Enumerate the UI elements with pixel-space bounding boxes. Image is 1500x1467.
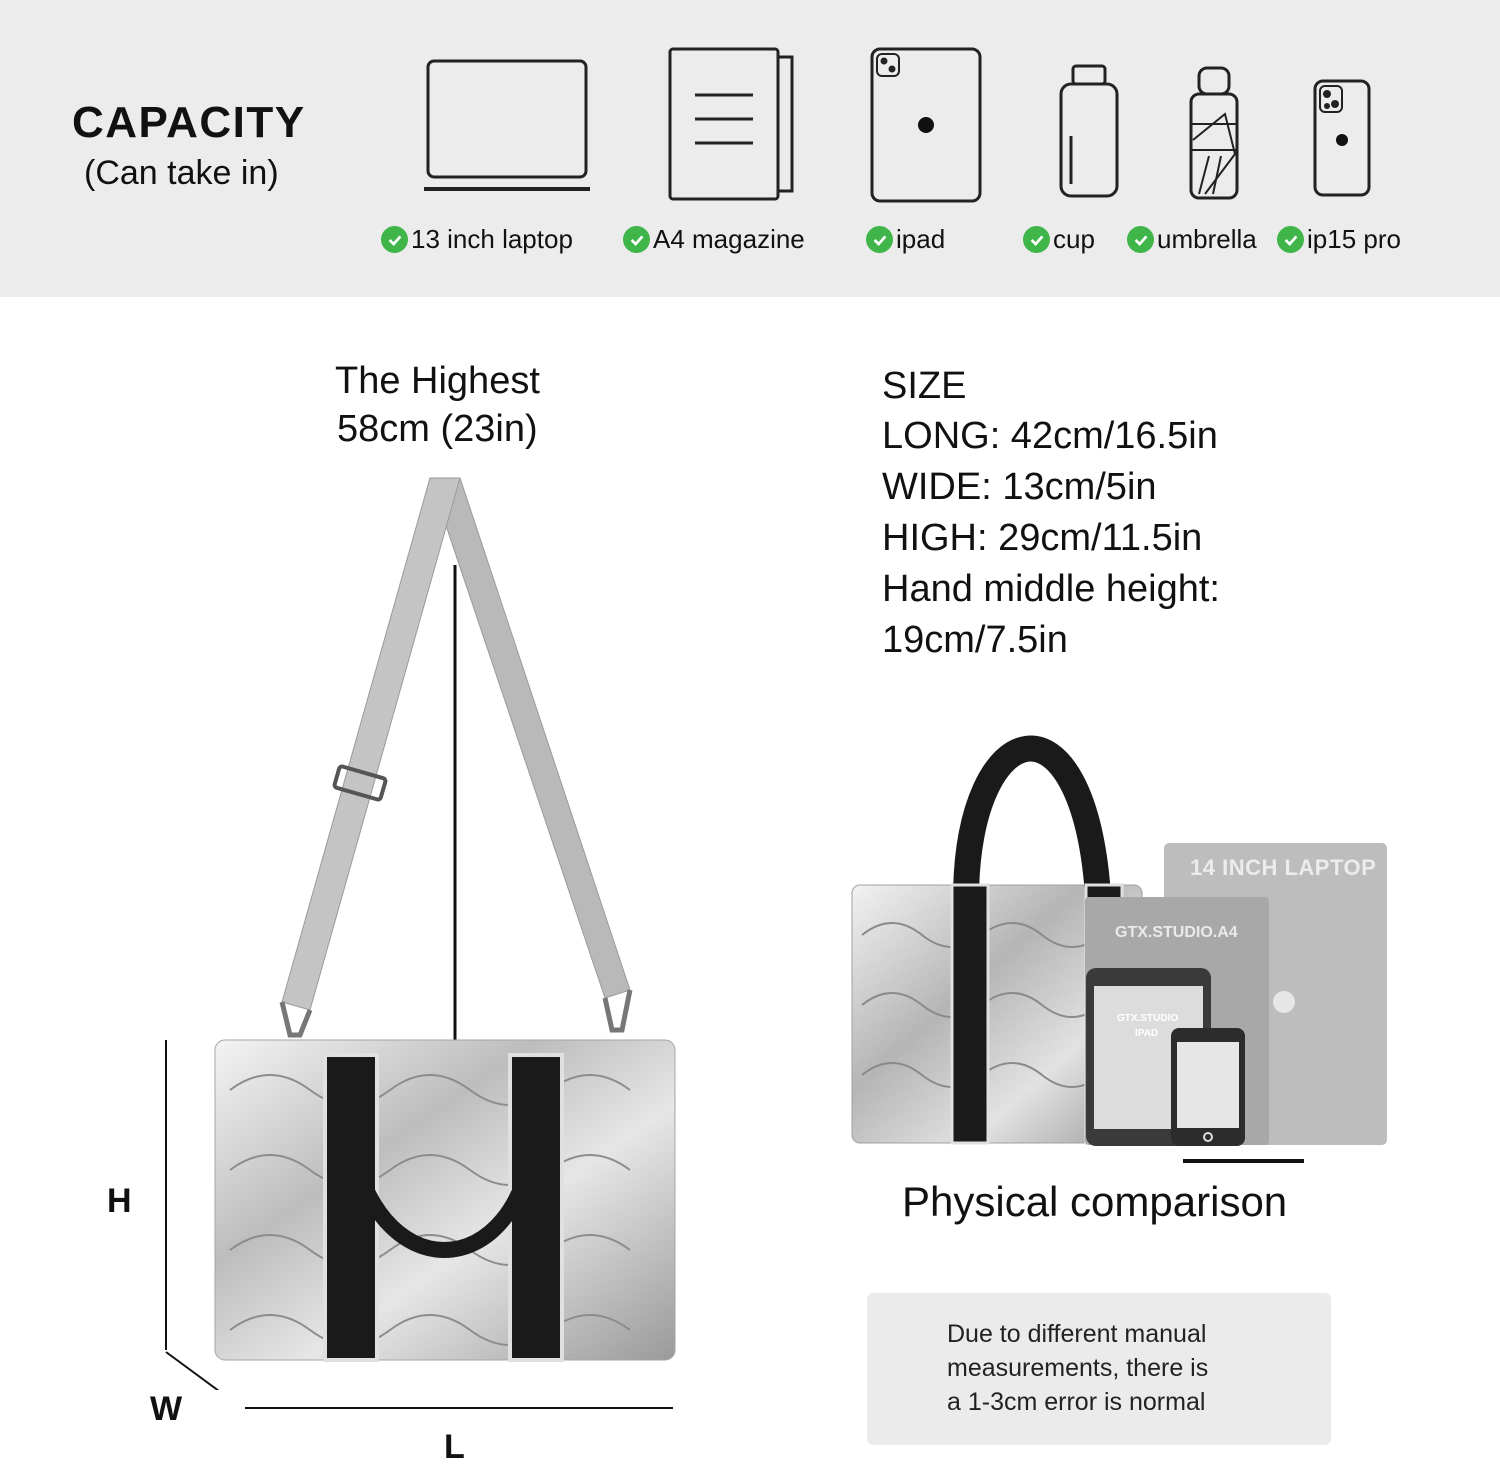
size-long: LONG: 42cm/16.5in (882, 415, 1218, 457)
ipad-label-2: IPAD (1135, 1028, 1159, 1039)
dimension-height-label: H (107, 1182, 132, 1220)
capacity-item-laptop: 13 inch laptop (381, 224, 573, 255)
laptop-label: 14 INCH LAPTOP (1190, 855, 1377, 880)
bottle-icon (1059, 64, 1119, 198)
size-wide: WIDE: 13cm/5in (882, 466, 1157, 508)
capacity-title: CAPACITY (72, 98, 306, 147)
check-icon (1277, 226, 1304, 253)
capacity-item-label: umbrella (1157, 224, 1257, 254)
check-icon (866, 226, 893, 253)
magazine-icon (668, 47, 794, 201)
check-icon (623, 226, 650, 253)
capacity-item-cup: cup (1023, 224, 1095, 255)
capacity-item-label: ip15 pro (1307, 224, 1401, 254)
ipad-label: GTX.STUDIO (1117, 1013, 1179, 1024)
comparison-illustration (851, 735, 1387, 1163)
capacity-item-label: ipad (896, 224, 946, 254)
dimension-width-label: W (150, 1390, 183, 1428)
size-hand-value: 19cm/7.5in (882, 619, 1068, 661)
check-icon (381, 226, 408, 253)
size-heading: SIZE (882, 365, 967, 407)
capacity-subtitle: (Can take in) (84, 154, 279, 192)
capacity-item-ipad: ipad (866, 224, 945, 255)
check-icon (1127, 226, 1154, 253)
capacity-item-label: cup (1053, 224, 1095, 254)
note-box (867, 1293, 1331, 1445)
capacity-item-label: 13 inch laptop (411, 224, 573, 254)
phone-icon (1313, 79, 1371, 197)
laptop-icon (424, 59, 590, 191)
tablet-icon (870, 47, 982, 203)
capacity-item-umbrella: umbrella (1127, 224, 1257, 255)
length-dimension-line (245, 1407, 673, 1409)
crossbody-bag-illustration (165, 477, 676, 1390)
note-line-1: Due to different manual (947, 1320, 1207, 1348)
capacity-item-magazine: A4 magazine (623, 224, 805, 255)
note-line-3: a 1-3cm error is normal (947, 1388, 1206, 1416)
highest-value: 58cm (23in) (337, 408, 538, 450)
highest-label: The Highest (335, 360, 540, 402)
check-icon (1023, 226, 1050, 253)
dimension-length-label: L (444, 1428, 465, 1466)
size-hand-label: Hand middle height: (882, 568, 1220, 610)
capacity-item-phone: ip15 pro (1277, 224, 1401, 255)
note-line-2: measurements, there is (947, 1354, 1209, 1382)
comparison-label: Physical comparison (902, 1178, 1288, 1225)
magazine-label: GTX.STUDIO.A4 (1115, 924, 1238, 941)
umbrella-icon (1189, 66, 1239, 200)
size-high: HIGH: 29cm/11.5in (882, 517, 1203, 559)
capacity-item-label: A4 magazine (653, 224, 805, 254)
